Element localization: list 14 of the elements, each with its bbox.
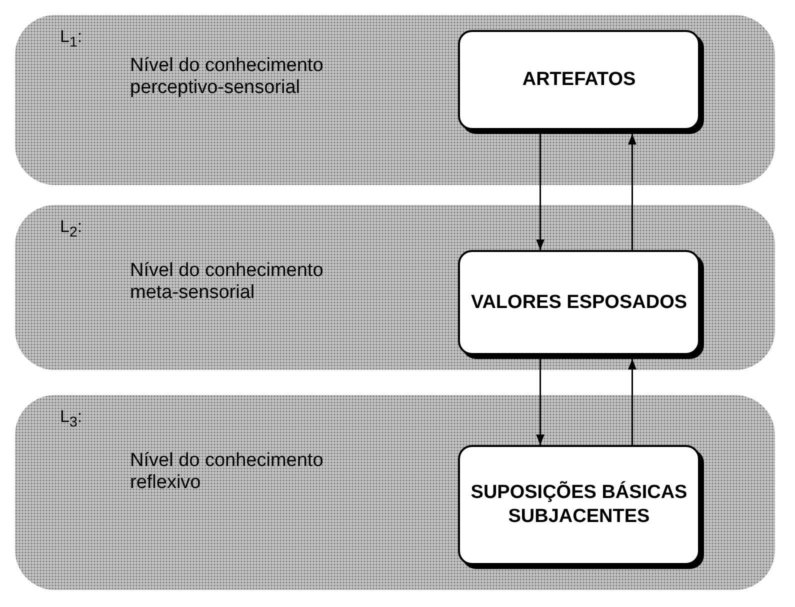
level-band [15, 205, 775, 370]
arrow [628, 134, 636, 250]
concept-label: VALORES ESPOSADOS [470, 290, 688, 314]
level-band [15, 395, 775, 590]
level-band [15, 15, 775, 185]
level-label: L$_{2}$: [60, 217, 82, 240]
level-description: Nível do conhecimento perceptivo-sensorial [130, 55, 324, 99]
level-label: L$_{3}$: [60, 407, 82, 430]
level-description: Nível do conhecimento meta-sensorial [130, 260, 324, 304]
concept-label: ARTEFATOS [522, 68, 636, 92]
level-description: Nível do conhecimento reflexivo [130, 450, 324, 494]
arrow [628, 359, 636, 445]
level-label: L$_{1}$: [60, 27, 82, 50]
concept-label: SUPOSIÇÕES BÁSICAS SUBJACENTES [470, 481, 688, 529]
